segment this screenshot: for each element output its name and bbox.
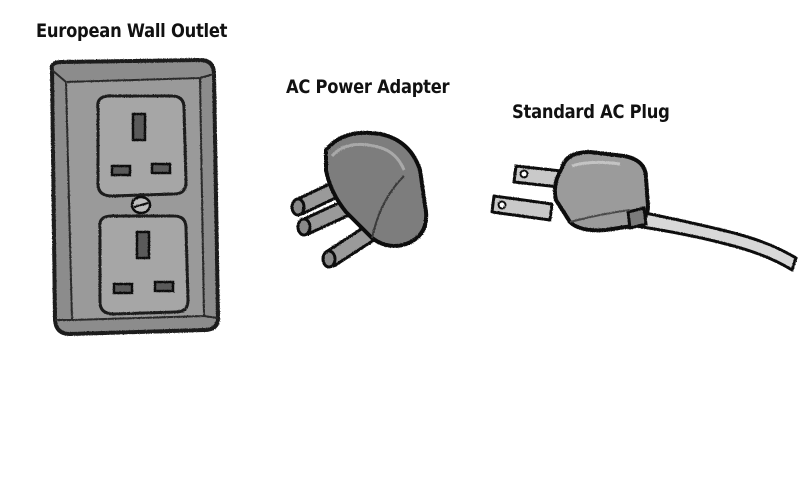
outlet-socket-top-right-slot: [152, 164, 170, 173]
outlet-socket-bottom-earth-slot: [137, 232, 149, 258]
outlet-socket-top-earth-slot: [133, 114, 145, 140]
standard-ac-plug-icon: [492, 152, 796, 270]
plug-strain-relief: [628, 208, 646, 228]
european-wall-outlet-icon: [52, 60, 218, 334]
outlet-socket-top: [98, 96, 186, 196]
outlet-socket-bottom: [100, 216, 188, 314]
outlet-socket-top-left-slot: [112, 166, 130, 175]
plug-cord: [636, 212, 796, 270]
ac-power-adapter-icon: [292, 133, 426, 267]
outlet-socket-bottom-left-slot: [114, 284, 132, 293]
outlet-socket-bottom-right-slot: [155, 282, 173, 291]
